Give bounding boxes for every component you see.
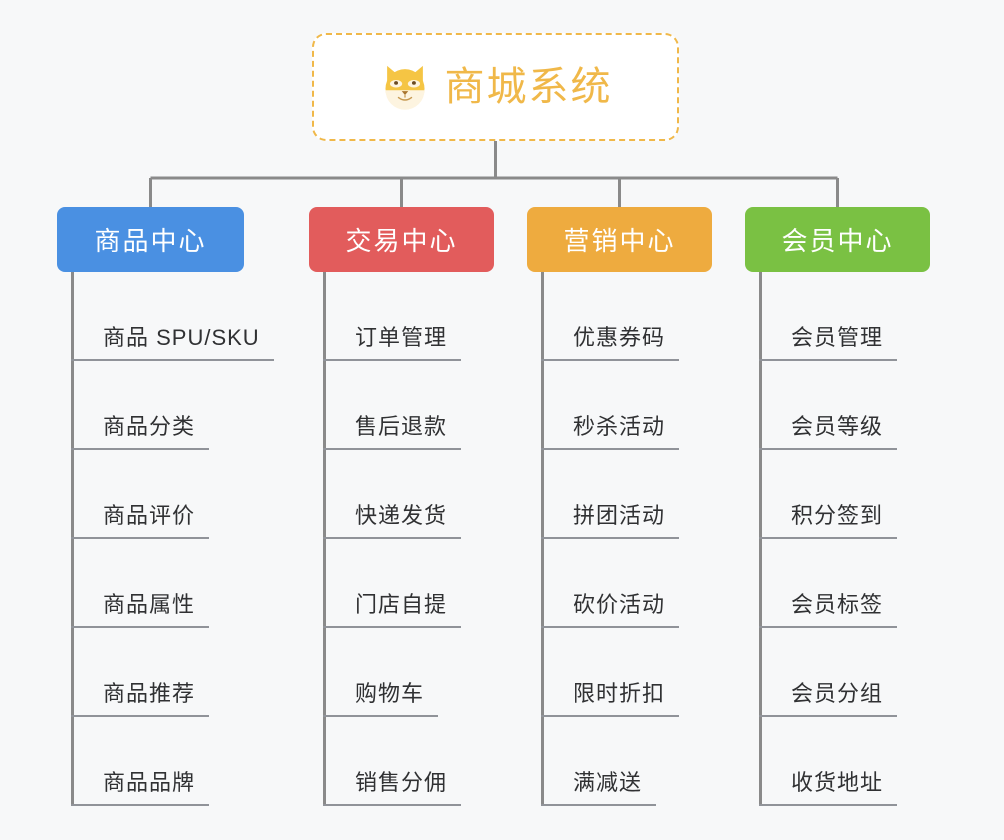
leaf-item-label: 满减送 — [573, 770, 643, 795]
leaf-item-label: 限时折扣 — [573, 681, 666, 706]
branch-spine-1 — [71, 272, 74, 806]
branch-items-1: 商品 SPU/SKU 商品分类商品评价商品属性商品推荐商品品牌 — [57, 272, 274, 806]
leaf-item[interactable]: 商品品牌 — [57, 717, 244, 806]
leaf-underline: 优惠券码 — [541, 323, 680, 361]
leaf-item-label: 商品分类 — [103, 414, 196, 439]
leaf-item[interactable]: 砍价活动 — [527, 539, 712, 628]
leaf-item-label: 会员等级 — [791, 414, 884, 439]
leaf-underline: 商品属性 — [71, 590, 210, 628]
leaf-item[interactable]: 门店自提 — [309, 539, 494, 628]
leaf-item[interactable]: 拼团活动 — [527, 450, 712, 539]
leaf-item[interactable]: 商品推荐 — [57, 628, 244, 717]
leaf-item-label: 砍价活动 — [573, 592, 666, 617]
leaf-item[interactable]: 优惠券码 — [527, 272, 712, 361]
leaf-underline: 积分签到 — [759, 501, 898, 539]
leaf-item[interactable]: 快递发货 — [309, 450, 494, 539]
leaf-underline: 售后退款 — [323, 412, 462, 450]
branch-spine-4 — [759, 272, 762, 806]
leaf-item-label: 会员标签 — [791, 592, 884, 617]
leaf-item-label: 门店自提 — [355, 592, 448, 617]
branch-4: 会员中心会员管理会员等级积分签到会员标签会员分组收货地址 — [745, 207, 930, 806]
leaf-underline: 购物车 — [323, 679, 439, 717]
branch-items-2: 订单管理售后退款快递发货门店自提购物车销售分佣 — [309, 272, 494, 806]
leaf-item-label: 订单管理 — [355, 325, 448, 350]
leaf-item-label: 积分签到 — [791, 503, 884, 528]
leaf-item[interactable]: 会员等级 — [745, 361, 930, 450]
leaf-item[interactable]: 售后退款 — [309, 361, 494, 450]
leaf-item-label: 商品 SPU/SKU — [103, 325, 260, 350]
branch-items-4: 会员管理会员等级积分签到会员标签会员分组收货地址 — [745, 272, 930, 806]
leaf-item-label: 商品评价 — [103, 503, 196, 528]
leaf-underline: 快递发货 — [323, 501, 462, 539]
leaf-underline: 订单管理 — [323, 323, 462, 361]
leaf-item-label: 购物车 — [355, 681, 425, 706]
leaf-item[interactable]: 商品属性 — [57, 539, 244, 628]
branch-header-2[interactable]: 交易中心 — [309, 207, 494, 272]
leaf-item[interactable]: 会员标签 — [745, 539, 930, 628]
branch-1: 商品中心商品 SPU/SKU 商品分类商品评价商品属性商品推荐商品品牌 — [57, 207, 274, 806]
leaf-item-label: 销售分佣 — [355, 770, 448, 795]
branch-header-4[interactable]: 会员中心 — [745, 207, 930, 272]
leaf-underline: 会员标签 — [759, 590, 898, 628]
shiba-dog-face-icon — [385, 65, 424, 110]
leaf-item-label: 商品品牌 — [103, 770, 196, 795]
leaf-item-label: 商品属性 — [103, 592, 196, 617]
leaf-item-label: 售后退款 — [355, 414, 448, 439]
branch-header-3[interactable]: 营销中心 — [527, 207, 712, 272]
leaf-underline: 商品品牌 — [71, 768, 210, 806]
leaf-item-label: 优惠券码 — [573, 325, 666, 350]
leaf-item-label: 拼团活动 — [573, 503, 666, 528]
leaf-underline: 会员等级 — [759, 412, 898, 450]
leaf-underline: 门店自提 — [323, 590, 462, 628]
leaf-item-label: 商品推荐 — [103, 681, 196, 706]
branch-3: 营销中心优惠券码秒杀活动拼团活动砍价活动限时折扣满减送 — [527, 207, 712, 806]
leaf-item-label: 会员管理 — [791, 325, 884, 350]
branch-items-3: 优惠券码秒杀活动拼团活动砍价活动限时折扣满减送 — [527, 272, 712, 806]
leaf-underline: 销售分佣 — [323, 768, 462, 806]
leaf-item-label: 收货地址 — [791, 770, 884, 795]
leaf-item[interactable]: 收货地址 — [745, 717, 930, 806]
root-node-card[interactable]: 商城系统 — [312, 33, 679, 141]
leaf-item-label: 秒杀活动 — [573, 414, 666, 439]
leaf-item[interactable]: 会员管理 — [745, 272, 930, 361]
branch-spine-2 — [323, 272, 326, 806]
leaf-item[interactable]: 销售分佣 — [309, 717, 494, 806]
leaf-item[interactable]: 满减送 — [527, 717, 712, 806]
leaf-underline: 拼团活动 — [541, 501, 680, 539]
leaf-item-label: 快递发货 — [355, 503, 448, 528]
leaf-item[interactable]: 商品 SPU/SKU — [57, 272, 274, 361]
branch-2: 交易中心订单管理售后退款快递发货门店自提购物车销售分佣 — [309, 207, 494, 806]
leaf-underline: 会员管理 — [759, 323, 898, 361]
leaf-item[interactable]: 商品分类 — [57, 361, 244, 450]
leaf-item[interactable]: 会员分组 — [745, 628, 930, 717]
leaf-underline: 商品分类 — [71, 412, 210, 450]
leaf-item[interactable]: 商品评价 — [57, 450, 244, 539]
leaf-underline: 会员分组 — [759, 679, 898, 717]
leaf-underline: 砍价活动 — [541, 590, 680, 628]
leaf-item[interactable]: 订单管理 — [309, 272, 494, 361]
leaf-item-label: 会员分组 — [791, 681, 884, 706]
leaf-item[interactable]: 购物车 — [309, 628, 494, 717]
leaf-underline: 收货地址 — [759, 768, 898, 806]
leaf-underline: 秒杀活动 — [541, 412, 680, 450]
leaf-underline: 商品评价 — [71, 501, 210, 539]
leaf-item[interactable]: 秒杀活动 — [527, 361, 712, 450]
leaf-underline: 商品 SPU/SKU — [71, 323, 274, 361]
leaf-item[interactable]: 积分签到 — [745, 450, 930, 539]
leaf-underline: 限时折扣 — [541, 679, 680, 717]
leaf-underline: 商品推荐 — [71, 679, 210, 717]
branch-header-1[interactable]: 商品中心 — [57, 207, 244, 272]
leaf-underline: 满减送 — [541, 768, 657, 806]
root-node-title: 商城系统 — [444, 65, 613, 109]
branch-spine-3 — [541, 272, 544, 806]
leaf-item[interactable]: 限时折扣 — [527, 628, 712, 717]
